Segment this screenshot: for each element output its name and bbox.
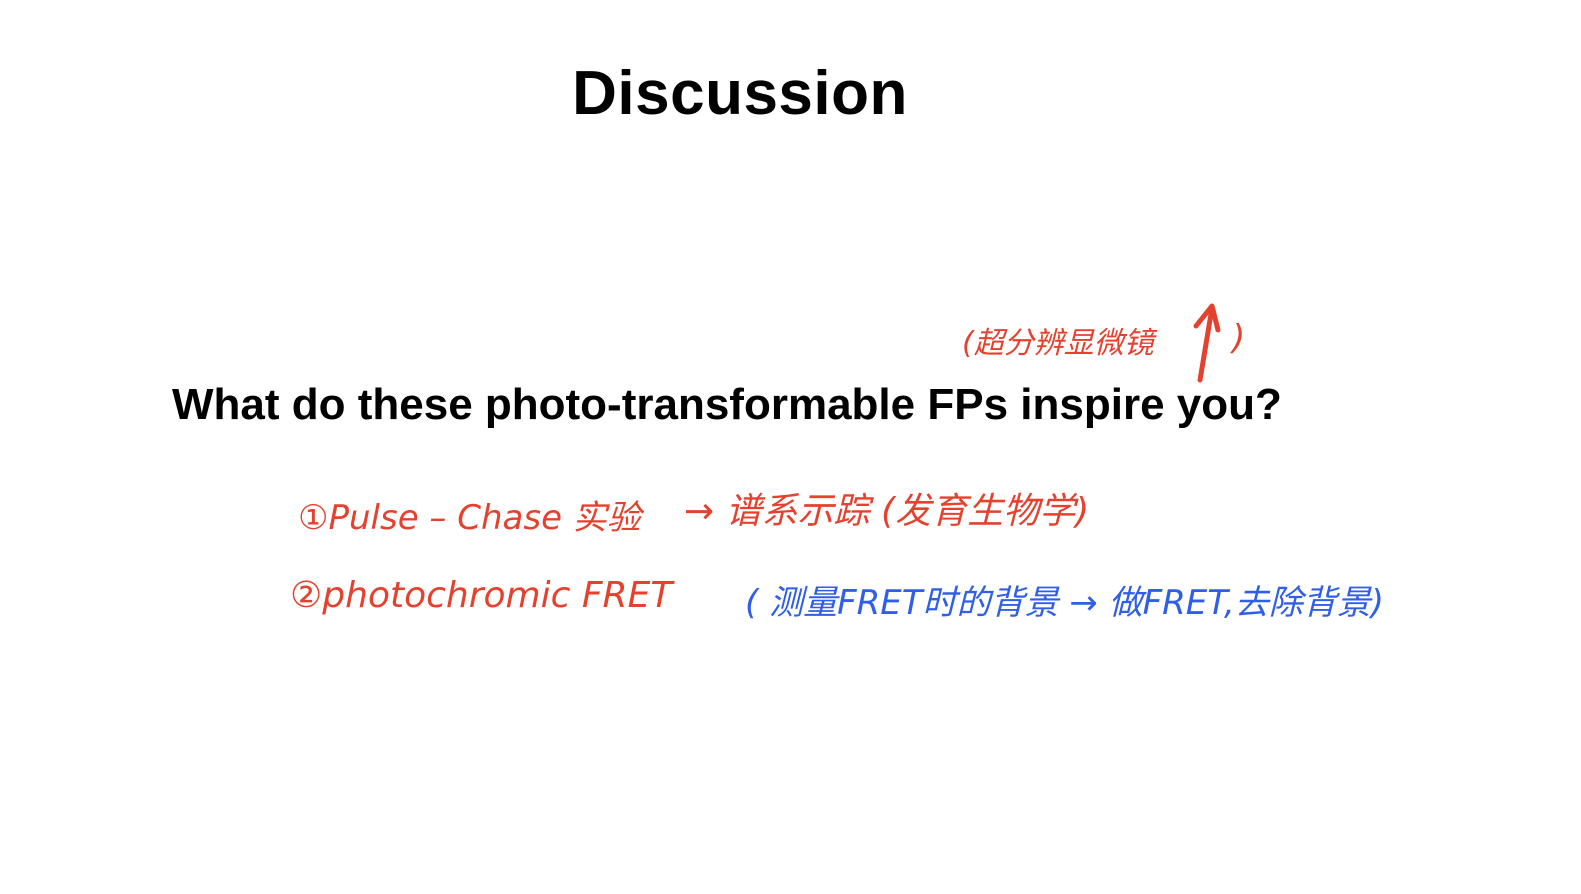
- handwritten-item-1-right: → 谱系示踪 (发育生物学): [684, 491, 1090, 532]
- discussion-question: What do these photo-transformable FPs in…: [172, 380, 1282, 429]
- handwritten-annotation-text: (超分辨显微镜: [962, 326, 1154, 361]
- handwritten-item-2-left: ②photochromic FRET: [290, 575, 673, 616]
- handwritten-annotation-top: (超分辨显微镜: [962, 318, 1154, 362]
- handwritten-item-1-left: ①Pulse – Chase 实验: [298, 498, 641, 538]
- up-arrow-icon: [1193, 303, 1221, 383]
- handwritten-item-2-right: ( 测量FRET时的背景 → 做FRET,去除背景): [745, 583, 1385, 623]
- slide-title: Discussion: [572, 59, 908, 128]
- handwritten-annotation-close: ): [1232, 318, 1246, 358]
